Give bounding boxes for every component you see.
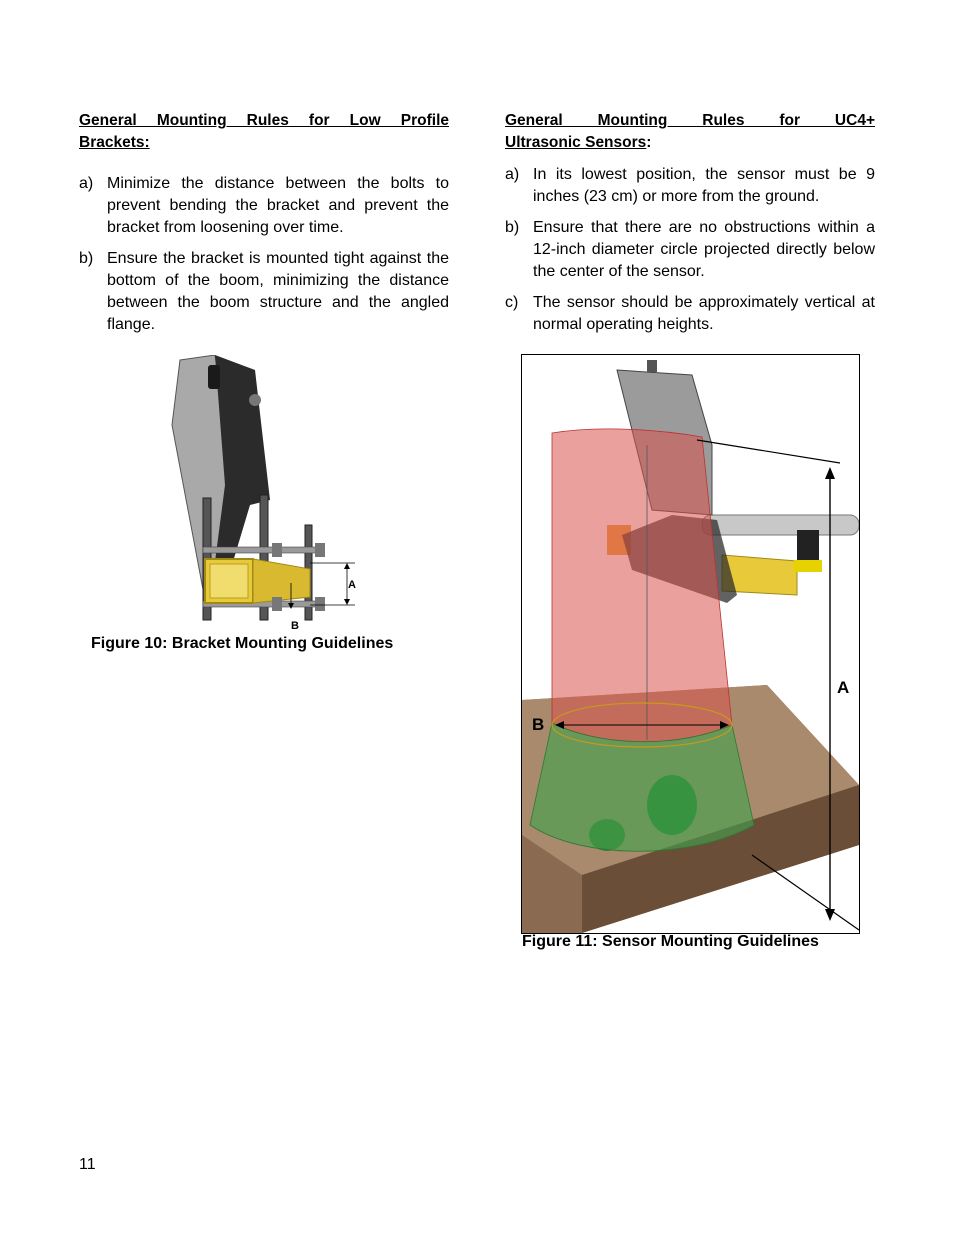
list-marker: b) bbox=[505, 219, 520, 236]
bracket-illustration: A B bbox=[171, 355, 356, 632]
list-marker: b) bbox=[79, 250, 94, 267]
bracket-rules-heading: General Mounting Rules for Low Profile B… bbox=[79, 110, 449, 154]
nut-shape bbox=[315, 597, 325, 611]
left-column: General Mounting Rules for Low Profile B… bbox=[79, 110, 449, 345]
list-item: a) Minimize the distance between the bol… bbox=[79, 173, 449, 239]
dimension-b-label: B bbox=[291, 620, 299, 632]
arrow-head bbox=[288, 603, 294, 609]
boom-tube-side-shape bbox=[252, 558, 311, 604]
sensor-illustration: B A bbox=[522, 360, 859, 933]
list-item: c) The sensor should be approximately ve… bbox=[505, 292, 875, 336]
list-item: b) Ensure the bracket is mounted tight a… bbox=[79, 248, 449, 336]
bracket-figure: A B bbox=[160, 355, 370, 635]
dimension-a-line bbox=[696, 439, 841, 464]
dimension-a-label: A bbox=[837, 678, 849, 697]
list-marker: c) bbox=[505, 294, 519, 311]
dimension-a-label: A bbox=[348, 579, 356, 591]
figure-11-caption: Figure 11: Sensor Mounting Guidelines bbox=[522, 933, 819, 950]
sensor-rules-list: a) In its lowest position, the sensor mu… bbox=[505, 164, 875, 336]
heading-line-1: General Mounting Rules for UC4+ bbox=[505, 112, 875, 129]
sensor-cap-shape bbox=[647, 360, 657, 372]
clearance-circle bbox=[551, 702, 733, 748]
list-marker: a) bbox=[505, 166, 520, 183]
dimension-a-line bbox=[751, 854, 859, 931]
side-plate-shape bbox=[259, 494, 269, 621]
list-text: Minimize the distance between the bolts … bbox=[107, 175, 449, 236]
boom-tube-inner-shape bbox=[209, 563, 249, 599]
nozzle-body-shape bbox=[797, 530, 819, 568]
list-marker: a) bbox=[79, 175, 94, 192]
nut-shape bbox=[272, 543, 282, 557]
bracket-plate-shape bbox=[210, 355, 270, 605]
figure-10-caption: Figure 10: Bracket Mounting Guidelines bbox=[91, 635, 394, 652]
arrow-head bbox=[720, 721, 729, 729]
list-text: In its lowest position, the sensor must … bbox=[533, 166, 875, 205]
list-item: a) In its lowest position, the sensor mu… bbox=[505, 164, 875, 208]
nut-shape bbox=[315, 543, 325, 557]
heading-suffix: : bbox=[646, 134, 652, 151]
arrow-head bbox=[825, 909, 835, 921]
list-item: b) Ensure that there are no obstructions… bbox=[505, 217, 875, 283]
sensor-figure: B A bbox=[521, 354, 860, 934]
list-text: The sensor should be approximately verti… bbox=[533, 294, 875, 333]
bracket-rules-list: a) Minimize the distance between the bol… bbox=[79, 173, 449, 336]
right-column: General Mounting Rules for UC4+ Ultrason… bbox=[505, 110, 875, 345]
bracket-hole-shape bbox=[249, 394, 261, 406]
arrow-head bbox=[344, 563, 350, 569]
beam-lower-shape bbox=[529, 722, 755, 852]
sensor-rules-heading: General Mounting Rules for UC4+ Ultrason… bbox=[505, 110, 875, 154]
ground-edge-shape bbox=[582, 785, 859, 933]
nozzle-tip-shape bbox=[794, 560, 822, 572]
bracket-slot-shape bbox=[208, 365, 220, 389]
heading-line-2: Brackets: bbox=[79, 134, 150, 151]
arrow-head bbox=[555, 721, 564, 729]
boom-pipe-shape bbox=[701, 514, 859, 536]
threaded-rod-shape bbox=[202, 546, 324, 554]
heading-underlined-part: Ultrasonic Sensors bbox=[505, 134, 647, 151]
list-text: Ensure that there are no obstructions wi… bbox=[533, 219, 875, 280]
arrow-head bbox=[344, 599, 350, 605]
heading-line-2: Ultrasonic Sensors: bbox=[505, 132, 875, 154]
heading-line-1: General Mounting Rules for Low Profile bbox=[79, 112, 449, 129]
nut-shape bbox=[272, 597, 282, 611]
arrow-head bbox=[825, 467, 835, 479]
page-number: 11 bbox=[79, 1156, 96, 1173]
list-text: Ensure the bracket is mounted tight agai… bbox=[107, 250, 449, 333]
beam-upper-shape bbox=[551, 428, 733, 743]
dimension-b-label: B bbox=[532, 715, 544, 734]
